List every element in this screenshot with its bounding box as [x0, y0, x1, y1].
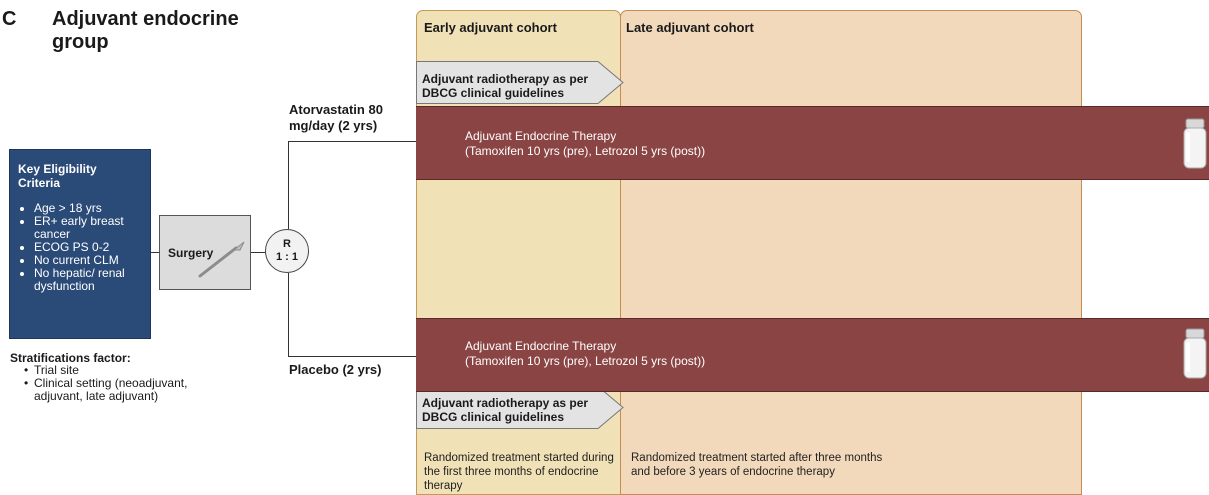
connector-line: [251, 252, 265, 253]
panel-letter: C: [2, 8, 17, 30]
endocrine-therapy-bar-top: [416, 106, 1209, 180]
arm-label-placebo: Placebo (2 yrs): [289, 362, 382, 377]
radiotherapy-label-top: Adjuvant radiotherapy as per DBCG clinic…: [422, 72, 589, 100]
radiotherapy-label-bottom: Adjuvant radiotherapy as per DBCG clinic…: [422, 396, 589, 424]
therapy-top-line1: Adjuvant Endocrine Therapy: [465, 129, 617, 143]
late-cohort-note: Randomized treatment started after three…: [631, 452, 883, 478]
early-cohort-title: Early adjuvant cohort: [424, 20, 557, 35]
eligibility-title: Key Eligibility Criteria: [18, 162, 97, 190]
eligibility-box: Key Eligibility Criteria Age > 18 yrs ER…: [9, 149, 151, 339]
arm-line-top: [288, 141, 416, 142]
arm-line-bottom: [288, 356, 416, 357]
therapy-bottom-line2: (Tamoxifen 10 yrs (pre), Letrozol 5 yrs …: [465, 354, 706, 368]
stratification-item: Trial site: [24, 364, 224, 378]
eligibility-list: Age > 18 yrs ER+ early breast cancer ECO…: [18, 202, 142, 293]
early-cohort-note: Randomized treatment started during the …: [424, 452, 614, 492]
therapy-top-line2: (Tamoxifen 10 yrs (pre), Letrozol 5 yrs …: [465, 144, 706, 158]
stratification-list: Trial site Clinical setting (neoadjuvant…: [10, 364, 224, 403]
stratification-item: Clinical setting (neoadjuvant, adjuvant,…: [24, 377, 204, 403]
branch-line-bottom: [288, 273, 289, 357]
eligibility-item: No hepatic/ renal dysfunction: [34, 267, 142, 293]
eligibility-item: ECOG PS 0-2: [34, 241, 142, 254]
pill-bottle-icon: [1183, 328, 1207, 379]
connector-line: [151, 252, 159, 253]
therapy-bottom-line1: Adjuvant Endocrine Therapy: [465, 339, 617, 353]
randomization-ratio: 1 : 1: [275, 251, 298, 263]
eligibility-item: Age > 18 yrs: [34, 202, 142, 215]
surgery-box: Surgery: [159, 215, 251, 290]
late-adjuvant-cohort-panel: [620, 10, 1082, 495]
scalpel-icon: [198, 241, 245, 278]
eligibility-item: ER+ early breast cancer: [34, 215, 142, 241]
stratification-title: Stratifications factor:: [10, 351, 131, 365]
eligibility-item: No current CLM: [34, 254, 142, 267]
late-cohort-title: Late adjuvant cohort: [626, 20, 754, 35]
panel-title: Adjuvant endocrine group: [52, 8, 239, 53]
randomization-circle: R 1 : 1: [265, 229, 309, 273]
randomization-label: R: [283, 238, 291, 250]
arm-label-atorvastatin: Atorvastatin 80 mg/day (2 yrs): [289, 102, 383, 133]
pill-bottle-icon: [1183, 118, 1207, 169]
endocrine-therapy-bar-bottom: [416, 318, 1209, 392]
surgery-label: Surgery: [168, 246, 214, 260]
branch-line-top: [288, 141, 289, 229]
radiotherapy-arrow-top: [416, 61, 624, 104]
